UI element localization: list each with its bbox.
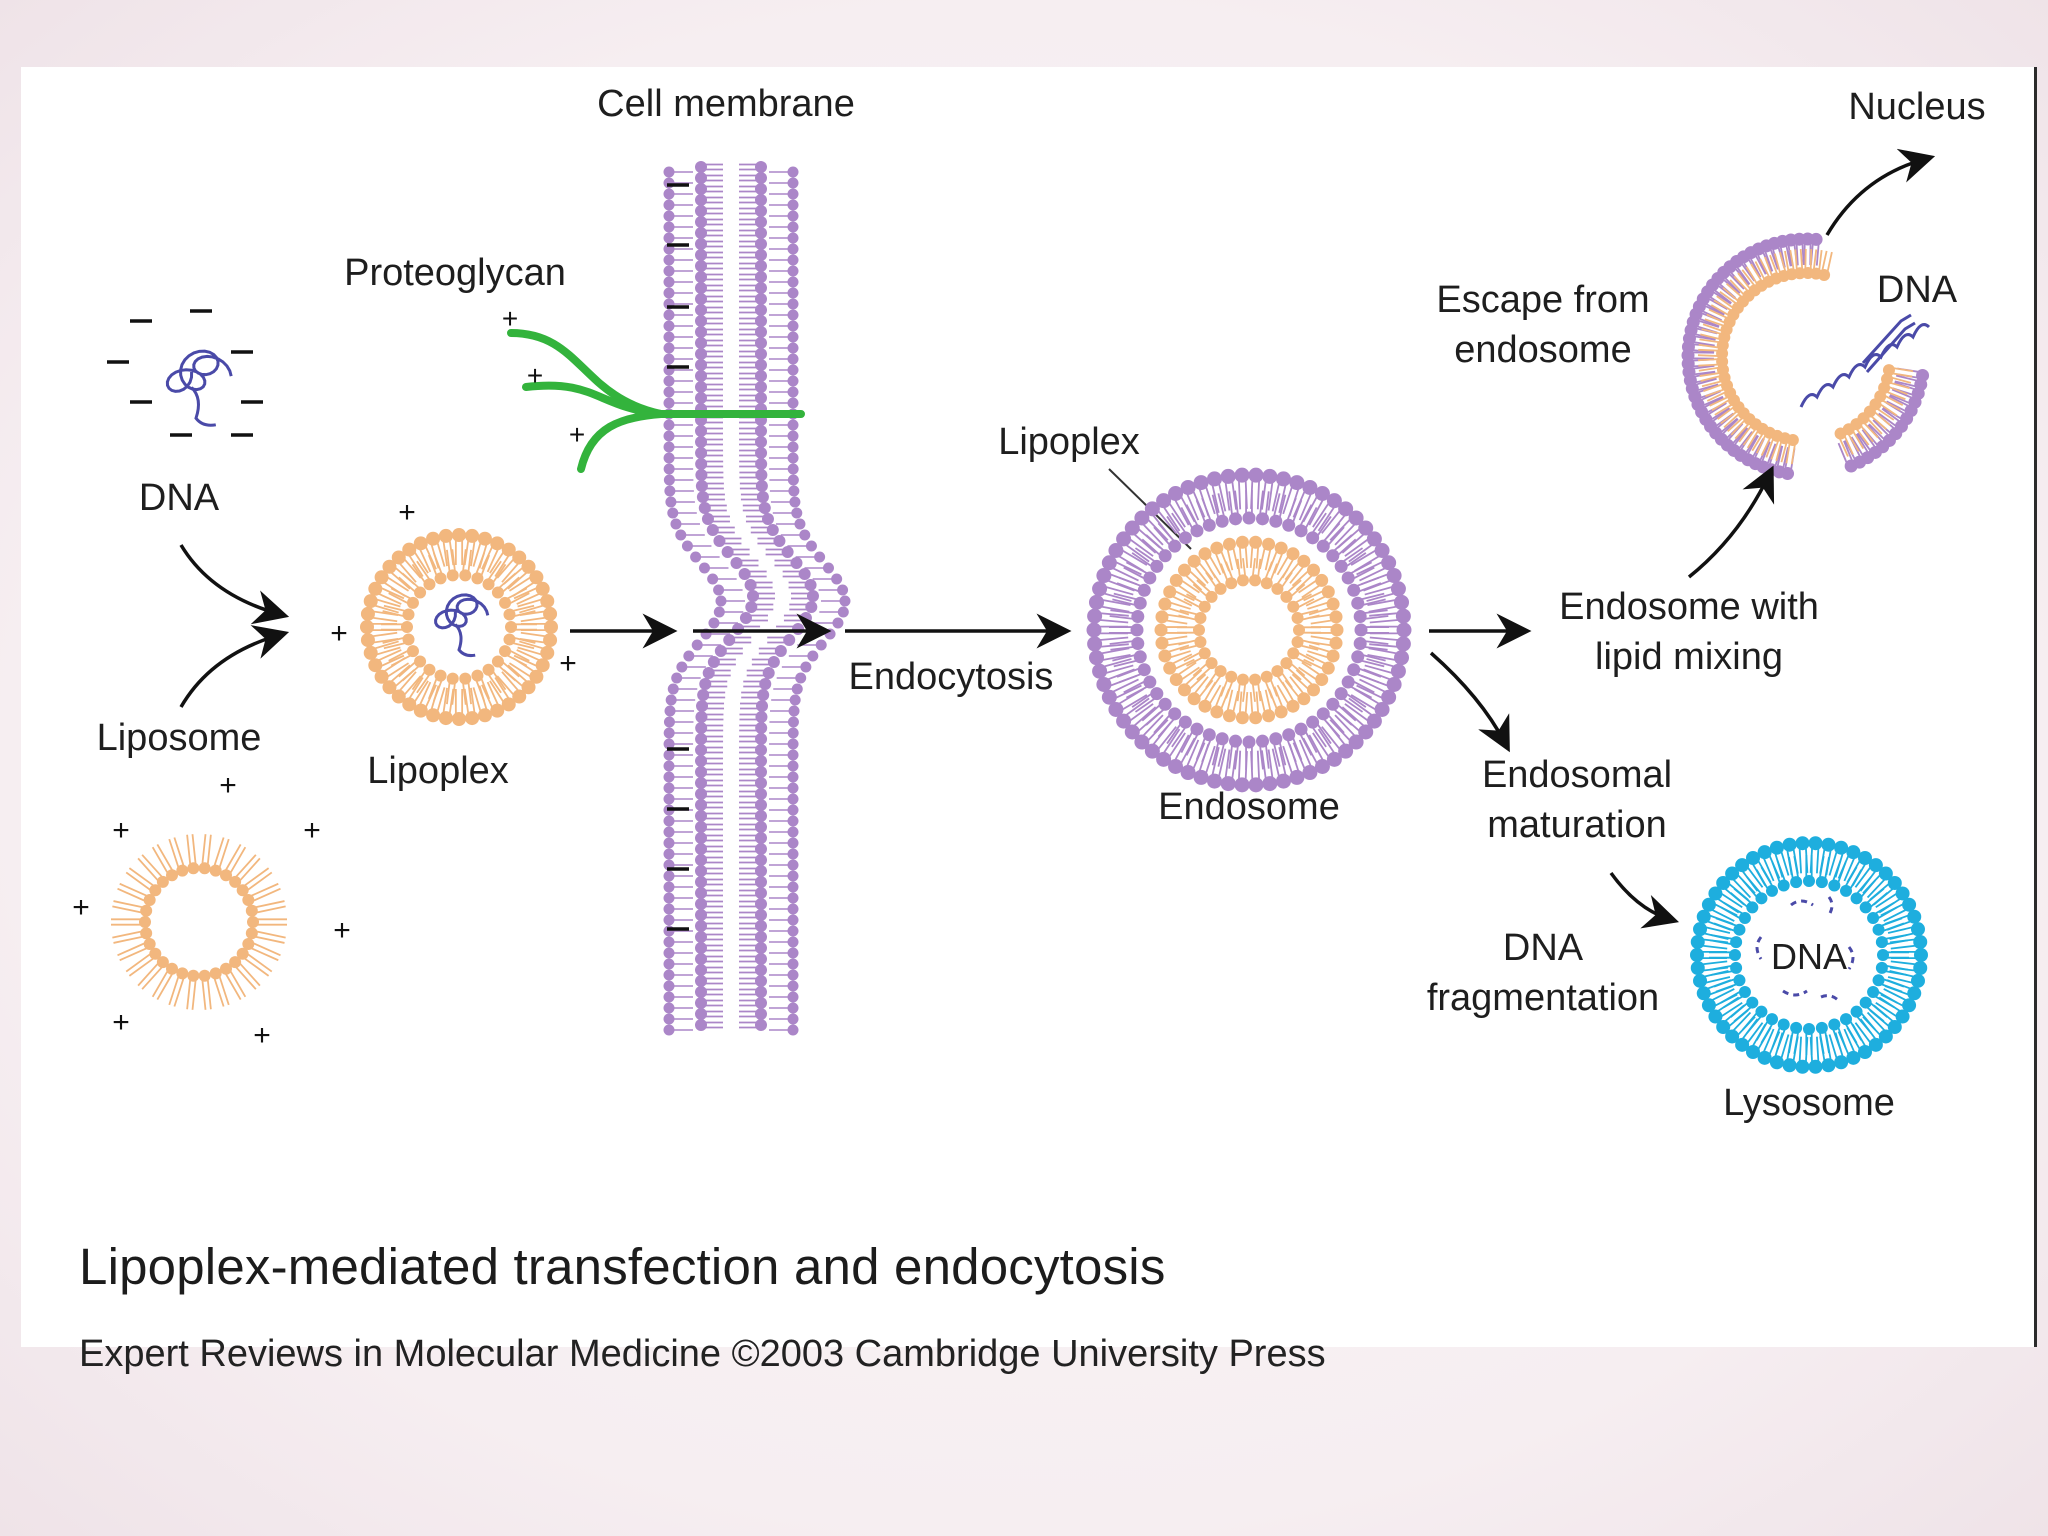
- endosome: [1086, 467, 1412, 793]
- arrow-to-escape: [1687, 465, 1775, 579]
- dna-negative-charges: [107, 309, 263, 437]
- svg-text:+: +: [559, 647, 577, 680]
- nucleus-label: Nucleus: [1848, 86, 1985, 128]
- caption-title: Lipoplex-mediated transfection and endoc…: [79, 1238, 1166, 1295]
- proteoglycan-positive-charges: + + +: [502, 303, 585, 450]
- svg-text:+: +: [333, 914, 351, 947]
- fragmentation-label-2: fragmentation: [1427, 977, 1659, 1019]
- svg-text:+: +: [72, 891, 90, 924]
- escaping-endosome-membrane: [1681, 232, 1930, 481]
- escaping-dna: [1799, 313, 1931, 408]
- arrow-to-maturation: [1429, 651, 1510, 753]
- svg-text:+: +: [112, 814, 130, 847]
- lipoplex-endo-label: Lipoplex: [998, 421, 1140, 463]
- liposome: [111, 834, 287, 1010]
- maturation-label-1: Endosomal: [1482, 754, 1672, 796]
- liposome-positive-charges: + + + + + + +: [72, 769, 351, 1052]
- caption-credit: Expert Reviews in Molecular Medicine ©20…: [79, 1333, 1326, 1375]
- arrow-to-nucleus: [1825, 148, 1936, 236]
- lysosome-label: Lysosome: [1723, 1082, 1895, 1124]
- lipid-mixing-label-2: lipid mixing: [1595, 636, 1783, 678]
- free-dna-strand: [165, 349, 233, 427]
- diagram-panel: DNA Liposome + + + + + + + + + + Lipoplex Cell m…: [21, 67, 2037, 1375]
- svg-text:+: +: [398, 496, 416, 529]
- cell-membrane-bilayer: [663, 161, 851, 1036]
- svg-text:+: +: [303, 814, 321, 847]
- proteoglycan-label: Proteoglycan: [344, 252, 566, 294]
- lysosome-dna-label: DNA: [1771, 936, 1847, 977]
- svg-text:+: +: [569, 419, 585, 450]
- lipoplex-label: Lipoplex: [367, 750, 509, 792]
- endosome-label: Endosome: [1158, 786, 1340, 828]
- arrow-liposome-to-lipoplex: [179, 625, 290, 708]
- svg-text:+: +: [502, 303, 518, 334]
- escape-dna-label: DNA: [1877, 269, 1958, 311]
- membrane-negative-charges: [667, 183, 689, 931]
- lysosome: [1690, 836, 1928, 1074]
- transfection-diagram: DNA Liposome + + + + + + + + + + Lipoplex Cell m…: [72, 83, 1985, 1124]
- dna-label: DNA: [139, 477, 220, 519]
- lipid-mixing-label-1: Endosome with: [1559, 586, 1819, 628]
- escape-label-2: endosome: [1454, 329, 1631, 371]
- proteoglycan: [507, 329, 805, 473]
- fragmentation-label-1: DNA: [1503, 927, 1584, 969]
- endocytosis-label: Endocytosis: [849, 656, 1054, 698]
- lipoplex-dna: [434, 593, 490, 658]
- svg-text:+: +: [219, 769, 237, 802]
- svg-text:+: +: [527, 360, 543, 391]
- escape-label-1: Escape from: [1436, 279, 1649, 321]
- arrow-dna-to-lipoplex: [179, 544, 290, 625]
- svg-text:+: +: [330, 617, 348, 650]
- maturation-label-2: maturation: [1487, 804, 1667, 846]
- svg-text:+: +: [112, 1006, 130, 1039]
- lipoplex-particle: [360, 528, 558, 726]
- liposome-label: Liposome: [97, 717, 262, 759]
- dna-fragments: [1755, 896, 1855, 1003]
- arrow-to-lysosome: [1609, 871, 1680, 929]
- svg-text:+: +: [253, 1019, 271, 1052]
- cell-membrane-label: Cell membrane: [597, 83, 855, 125]
- lipoplex-positive-charges: + + +: [330, 496, 577, 680]
